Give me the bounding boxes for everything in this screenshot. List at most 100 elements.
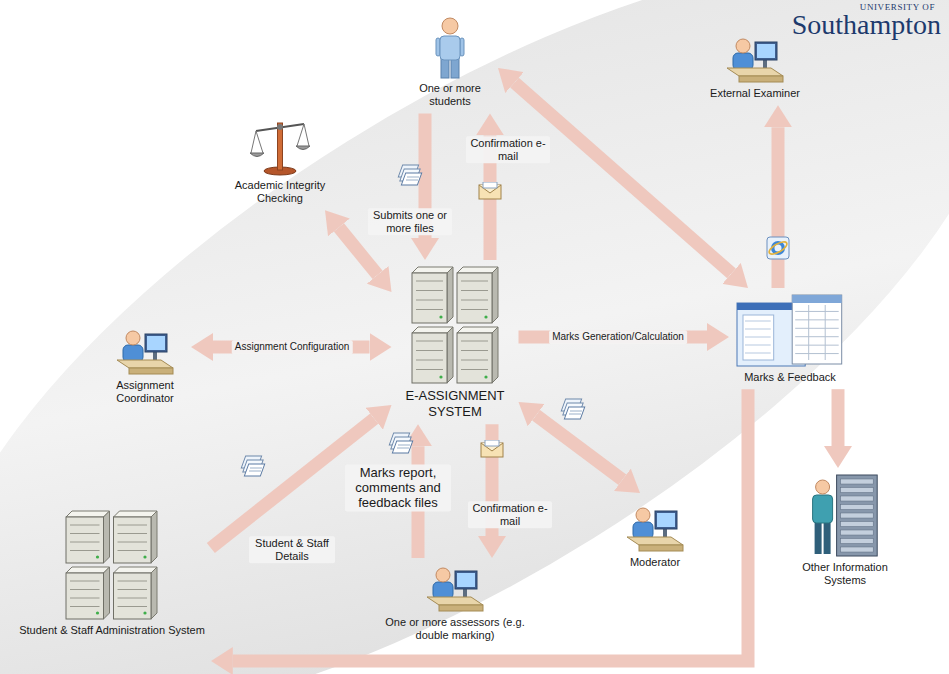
- node-label: Academic Integrity Checking: [225, 179, 335, 205]
- icon-part: [841, 530, 874, 535]
- icon-part: [655, 511, 677, 529]
- icon-part: [795, 328, 839, 329]
- icon-part: [837, 475, 878, 556]
- icon-part: [795, 319, 839, 320]
- icon-part: [412, 273, 447, 323]
- icon-part: [416, 290, 443, 291]
- icon-part: [492, 267, 498, 323]
- icon-part: [70, 542, 100, 543]
- person-icon: [430, 17, 470, 79]
- icon-part: [792, 295, 842, 303]
- edge-label: Marks Generation/Calculation: [549, 330, 687, 344]
- icon-part: [808, 305, 809, 360]
- system-node: Other Information Systems: [786, 470, 904, 590]
- icon-part: [743, 315, 774, 360]
- icon-part: [144, 611, 147, 614]
- icon-part: [147, 336, 165, 350]
- node-label: One or more assessors (e.g. double marki…: [385, 616, 525, 642]
- icon-part: [250, 153, 264, 157]
- icon-part: [123, 345, 143, 362]
- edge-label: Assignment Configuration: [232, 340, 353, 354]
- icon-part: [104, 511, 110, 563]
- icon-part: [461, 350, 488, 351]
- icon-part: [447, 267, 453, 323]
- icon-part: [70, 606, 100, 607]
- flow-arrow: [536, 415, 622, 480]
- icon-part: [461, 300, 488, 301]
- icon-part: [757, 44, 775, 58]
- server-icon: [64, 509, 159, 621]
- icon-part: [416, 369, 443, 370]
- details-icon: [241, 456, 264, 476]
- icon-part: [70, 581, 100, 582]
- icon-part: [144, 555, 147, 558]
- system-node: Student & Staff Administration System: [15, 506, 209, 669]
- icon-part: [745, 321, 771, 322]
- icon-part: [824, 521, 831, 554]
- icon-part: [416, 341, 443, 342]
- icon-part: [251, 131, 263, 153]
- icon-part: [727, 68, 783, 76]
- edge-label: Student & Staff Details: [249, 536, 335, 563]
- icon-part: [461, 290, 488, 291]
- icon-part: [416, 360, 443, 361]
- desk-icon: [115, 321, 175, 376]
- browser-icon: [767, 237, 789, 259]
- flow-arrow: [832, 389, 845, 446]
- actor-node: Assignment Coordinator: [101, 318, 189, 408]
- icon-part: [296, 146, 310, 150]
- icon-part: [633, 522, 653, 539]
- icon-part: [114, 573, 152, 619]
- icon-part: [795, 353, 839, 354]
- icon-part: [70, 533, 100, 534]
- icon-part: [96, 555, 99, 558]
- edge-label: Marks report, comments and feedback file…: [345, 465, 451, 512]
- flow-arrow: [772, 127, 785, 288]
- icon-part: [841, 479, 874, 484]
- icon-part: [816, 480, 830, 494]
- icon-part: [755, 42, 777, 60]
- flow-arrow: [233, 389, 748, 661]
- icon-part: [118, 589, 148, 590]
- icon-part: [70, 589, 100, 590]
- icon-part: [439, 605, 483, 611]
- icon-part: [745, 329, 771, 330]
- icon-part: [461, 309, 488, 310]
- icon-part: [412, 327, 453, 333]
- desk-icon: [725, 29, 785, 84]
- node-label: Student & Staff Administration System: [19, 624, 205, 637]
- icon-part: [825, 305, 826, 360]
- desk-icon: [425, 563, 485, 613]
- icon-part: [841, 547, 874, 552]
- icon-part: [439, 375, 442, 378]
- icon-part: [66, 567, 110, 573]
- icon-part: [427, 597, 483, 605]
- desk-icon: [625, 498, 685, 553]
- icon-part: [627, 537, 683, 545]
- icon-part: [96, 611, 99, 614]
- icon-part: [457, 573, 475, 587]
- icon-part: [733, 53, 753, 70]
- icon-part: [461, 360, 488, 361]
- icon-part: [484, 315, 487, 318]
- files-icon: [398, 165, 421, 185]
- output-node: Marks & Feedback: [731, 290, 849, 387]
- icon-part: [815, 521, 822, 554]
- node-label: E-ASSIGNMENT SYSTEM: [398, 388, 513, 419]
- icon-part: [118, 581, 148, 582]
- rack-icon: [810, 473, 880, 558]
- actor-node: Moderator: [621, 495, 689, 572]
- icon-part: [436, 568, 450, 582]
- icon-part: [126, 331, 140, 345]
- icon-part: [460, 38, 464, 56]
- icon-part: [457, 327, 498, 333]
- icon-part: [416, 281, 443, 282]
- icon-part: [118, 533, 148, 534]
- icon-part: [795, 311, 839, 312]
- icon-part: [118, 550, 148, 551]
- node-label: External Examiner: [710, 87, 800, 100]
- icon-part: [440, 36, 460, 60]
- icon-part: [70, 525, 100, 526]
- icon-part: [416, 350, 443, 351]
